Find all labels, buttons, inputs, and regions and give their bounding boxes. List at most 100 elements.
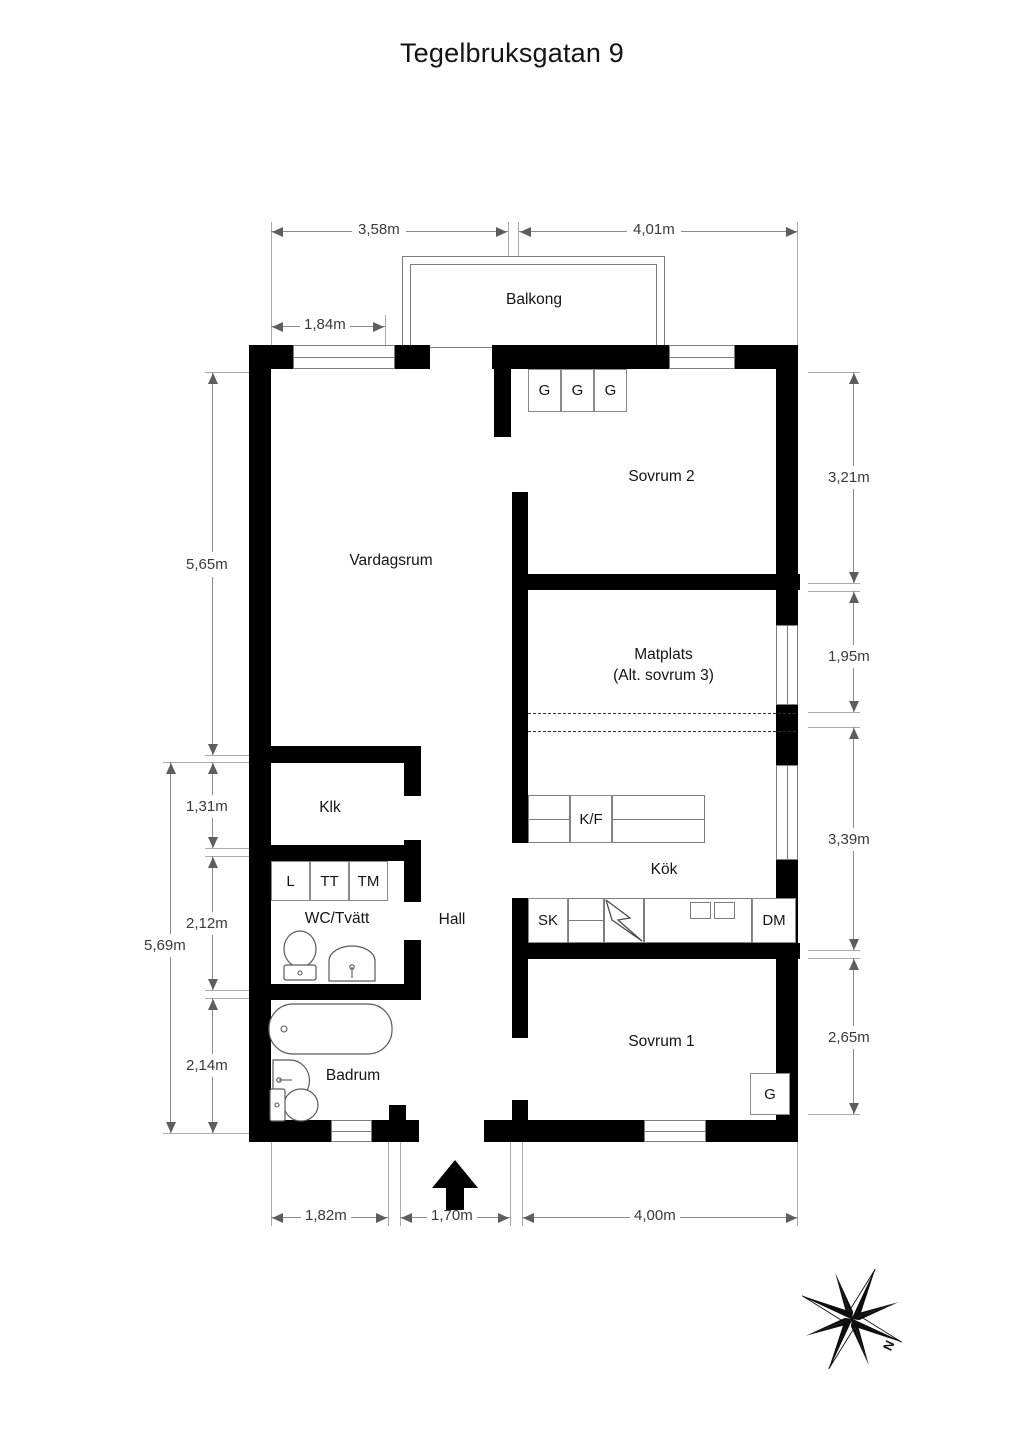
dim-arrow xyxy=(208,373,218,384)
interior-wall-kok-sovrum1 xyxy=(512,943,800,959)
dimension-right-sovrum2: 3,21m xyxy=(828,466,870,489)
dimension-left-klk: 1,31m xyxy=(186,795,228,818)
interior-wall-center-kok xyxy=(512,898,528,1038)
room-label-hall: Hall xyxy=(438,911,466,928)
room-label-kok: Kök xyxy=(650,861,678,878)
dim-arrow xyxy=(849,592,859,603)
dim-ext-tick xyxy=(271,1140,272,1226)
laundry-tt: TT xyxy=(310,861,349,901)
room-label-matplats-line2: (Alt. sovrum 3) xyxy=(613,667,714,684)
dim-ext-tick xyxy=(797,222,798,347)
dim-arrow xyxy=(849,939,859,950)
compass-rose-icon xyxy=(801,1268,903,1370)
dim-arrow xyxy=(496,227,507,237)
dim-arrow xyxy=(498,1213,509,1223)
dim-arrow xyxy=(849,572,859,583)
pantry-sk: SK xyxy=(528,898,568,943)
exterior-wall-top-seg2 xyxy=(395,345,430,369)
laundry-label: L xyxy=(286,872,295,890)
window-mullion xyxy=(669,357,735,358)
dim-arrow xyxy=(208,837,218,848)
dim-ext-tick xyxy=(163,762,260,763)
dim-arrow xyxy=(166,763,176,774)
dimension-right-kok: 3,39m xyxy=(828,828,870,851)
dim-arrow xyxy=(272,322,283,332)
dimension-right-sovrum1: 2,65m xyxy=(828,1026,870,1049)
dim-ext-tick xyxy=(510,1140,511,1226)
interior-wall-center-bottom xyxy=(512,1100,528,1142)
room-label-wc-tvatt: WC/Tvätt xyxy=(304,910,370,927)
sink-icon-wc xyxy=(328,945,376,982)
dim-arrow xyxy=(849,959,859,970)
dim-ext-tick xyxy=(808,727,860,728)
counter-divider xyxy=(612,819,705,820)
wardrobe-g-sovrum1: G xyxy=(750,1073,790,1115)
dim-ext-tick xyxy=(808,712,860,713)
exterior-wall-top-seg4 xyxy=(735,345,798,369)
dimension-bottom-entrance: 1,70m xyxy=(427,1207,477,1224)
laundry-tm: TM xyxy=(349,861,388,901)
dishwasher-dm: DM xyxy=(752,898,796,943)
dimension-left-badrum: 2,14m xyxy=(186,1054,228,1077)
interior-wall-klk-wc xyxy=(249,845,421,861)
dim-arrow xyxy=(208,763,218,774)
dim-ext-tick xyxy=(522,1140,523,1226)
exterior-wall-bottom-seg1 xyxy=(249,1120,331,1142)
dim-arrow xyxy=(208,999,218,1010)
wardrobe-label: G xyxy=(604,382,617,399)
toilet-icon-badrum xyxy=(269,1088,319,1122)
room-label-klk: Klk xyxy=(319,799,341,816)
window-mullion xyxy=(787,625,788,705)
room-label-badrum: Badrum xyxy=(325,1067,381,1084)
dim-arrow xyxy=(373,322,384,332)
dim-ext-tick xyxy=(808,1114,860,1115)
dim-ext-tick xyxy=(400,1140,401,1226)
wardrobe-label: G xyxy=(538,382,551,399)
dim-ext-tick xyxy=(508,222,509,262)
dim-arrow xyxy=(786,227,797,237)
stove-zigzag-icon xyxy=(605,899,643,942)
dim-ext-tick xyxy=(518,222,519,262)
wardrobe-label: G xyxy=(764,1085,776,1103)
stove-hob xyxy=(604,898,644,943)
laundry-label: TM xyxy=(357,872,380,890)
dimension-top-inner: 1,84m xyxy=(300,316,350,333)
dim-ext-tick xyxy=(205,755,260,756)
dim-arrow xyxy=(272,227,283,237)
sliding-partition-line-1 xyxy=(528,713,796,714)
dim-arrow xyxy=(849,701,859,712)
dim-ext-tick xyxy=(808,591,860,592)
dim-arrow xyxy=(376,1213,387,1223)
exterior-wall-right xyxy=(776,345,798,1142)
dimension-left-total: 5,69m xyxy=(144,934,186,957)
dim-ext-tick xyxy=(205,856,260,857)
dim-arrow xyxy=(786,1213,797,1223)
interior-wall-hall-seg4 xyxy=(389,1105,406,1142)
dim-ext-tick xyxy=(271,222,272,347)
interior-wall-center-upper xyxy=(494,345,511,437)
fridge-freezer-label: K/F xyxy=(579,810,603,828)
dim-ext-tick xyxy=(808,950,860,951)
dimension-bottom-left: 1,82m xyxy=(301,1207,351,1224)
dim-arrow xyxy=(272,1213,283,1223)
dim-ext-tick xyxy=(205,990,260,991)
dim-ext-tick xyxy=(388,1140,389,1226)
sliding-partition-line-2 xyxy=(528,731,796,732)
dimension-top-left: 3,58m xyxy=(352,221,406,238)
room-label-balkong: Balkong xyxy=(505,291,562,308)
wardrobe-g-2: G xyxy=(561,369,594,412)
dimension-left-wc: 2,12m xyxy=(186,912,228,935)
dim-arrow xyxy=(849,373,859,384)
dimension-bottom-right: 4,00m xyxy=(630,1207,680,1224)
window-mullion xyxy=(293,357,395,358)
dimension-right-matplats: 1,95m xyxy=(828,645,870,668)
room-label-sovrum1: Sovrum 1 xyxy=(628,1033,695,1050)
interior-wall-hall-seg1 xyxy=(404,746,421,796)
dimension-top-right: 4,01m xyxy=(627,221,681,238)
exterior-wall-left xyxy=(249,345,271,1142)
room-label-matplats-line1: Matplats xyxy=(634,646,693,663)
balcony-outline-inner xyxy=(410,264,657,348)
dim-arrow xyxy=(208,1122,218,1133)
interior-wall-vardagsrum-klk xyxy=(249,746,421,763)
